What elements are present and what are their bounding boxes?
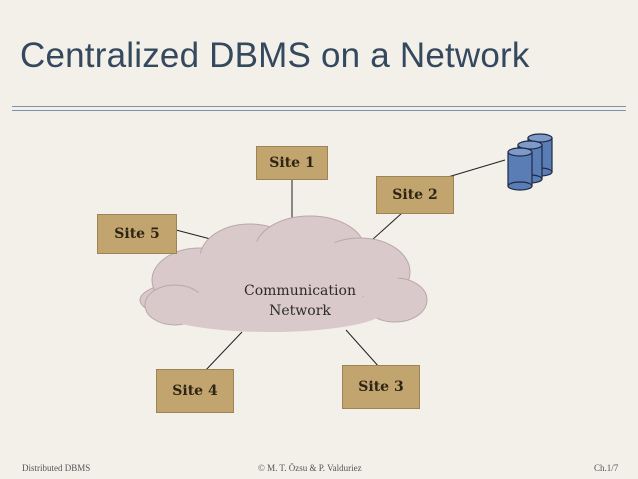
footer-center: © M. T. Özsu & P. Valduriez	[258, 463, 362, 473]
link-site3	[345, 329, 381, 369]
database-icon	[507, 133, 553, 191]
footer-right: Ch.1/7	[594, 463, 619, 473]
cloud-shape	[139, 215, 428, 332]
site-5-box: Site 5	[97, 214, 177, 254]
network-label-line2: Network	[269, 303, 331, 319]
link-database	[447, 159, 506, 178]
slide-title: Centralized DBMS on a Network	[20, 36, 530, 75]
site-3-box: Site 3	[342, 365, 420, 409]
title-divider-top	[12, 106, 626, 107]
footer-left: Distributed DBMS	[22, 463, 91, 473]
site-1-box: Site 1	[256, 146, 328, 180]
link-site2	[371, 212, 403, 241]
network-label-line1: Communication	[244, 283, 356, 299]
title-divider-bottom	[12, 110, 626, 111]
site-4-box: Site 4	[156, 369, 234, 413]
site-2-box: Site 2	[376, 176, 454, 214]
link-site4	[203, 331, 243, 373]
communication-network-label: Communication Network	[200, 281, 400, 321]
